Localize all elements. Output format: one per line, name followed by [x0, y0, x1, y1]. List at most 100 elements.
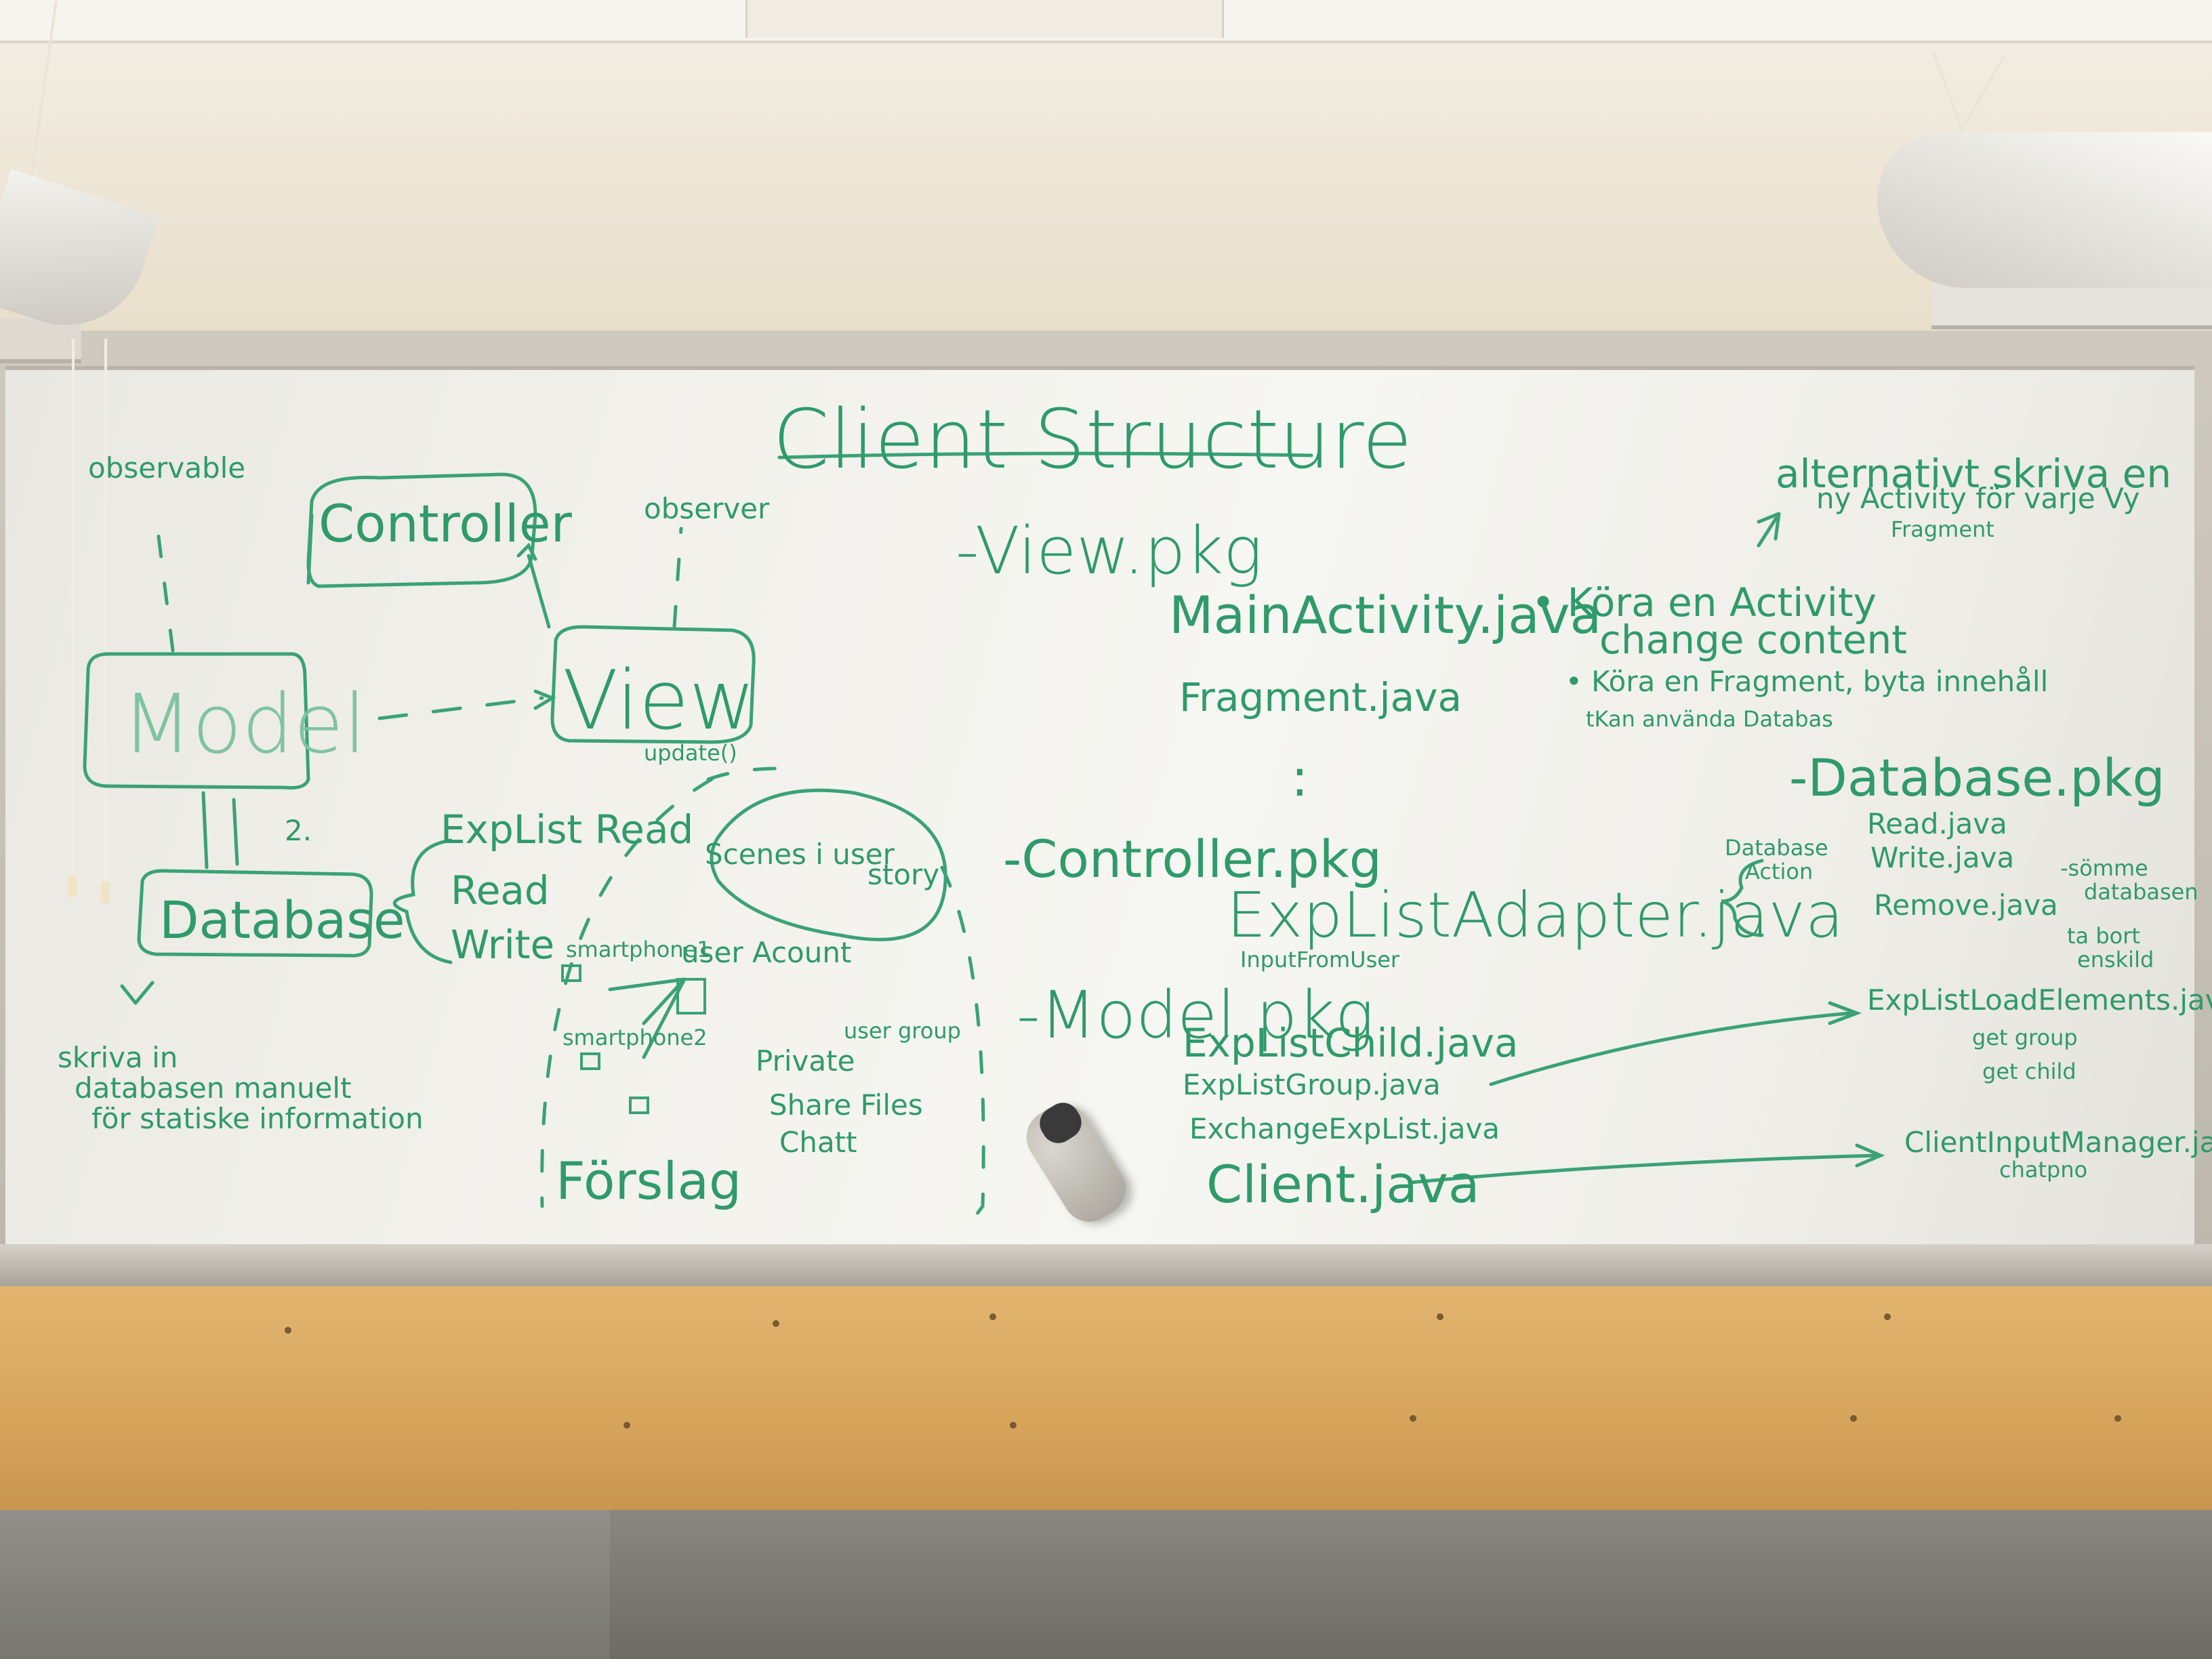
read-java-label: Read.java — [1867, 807, 2007, 840]
explist-arrow — [1489, 1011, 1852, 1086]
input-from-user-label: InputFromUser — [1240, 947, 1400, 972]
wood-screw — [1850, 1415, 1857, 1422]
explist-adapter-label: ExpListAdapter.java — [1227, 879, 1844, 951]
view-box — [550, 625, 756, 744]
private-label: Private — [756, 1044, 855, 1078]
wood-screw — [989, 1313, 996, 1320]
user-group-label: user group — [844, 1018, 961, 1044]
wood-panel — [0, 1286, 2212, 1510]
view-arrow-head — [533, 689, 556, 710]
view-label: View — [562, 654, 756, 748]
database-action-label-1: Database — [1725, 835, 1828, 861]
write-java-label: Write.java — [1870, 841, 2015, 874]
write-label: Write — [451, 922, 555, 968]
blind-cord-knob — [68, 874, 77, 897]
explist-group-label: ExpListGroup.java — [1183, 1068, 1441, 1101]
marker-tray — [0, 1244, 2212, 1286]
client-arrow — [1408, 1153, 1879, 1185]
model-to-observable — [154, 513, 175, 653]
db-note-2: databasen manuelt — [75, 1071, 352, 1105]
database-label: Database — [159, 890, 405, 950]
user-account-label: user Acount — [681, 936, 852, 969]
controller-box — [306, 472, 537, 588]
explist-child-label: ExpListChild.java — [1183, 1020, 1519, 1066]
database-brace — [1721, 859, 1764, 937]
alternativ-line-2: ny Activity för varje Vy — [1816, 482, 2140, 515]
alternativ-arrow — [1757, 512, 1781, 548]
wood-screw — [285, 1327, 291, 1334]
model-db-arrow-down — [201, 791, 209, 869]
database-box — [137, 869, 373, 958]
change-content-label: change content — [1599, 617, 1907, 663]
blind-cord — [72, 339, 75, 874]
board-title: Client Structure — [773, 393, 1412, 487]
forslag-label: Förslag — [556, 1151, 742, 1211]
client-arrow-head — [1855, 1143, 1885, 1168]
dots-label: : — [1291, 747, 1309, 808]
model-box — [83, 652, 310, 790]
fragment-sub-label: tKan använda Databas — [1586, 706, 1833, 732]
read-write-brace — [392, 838, 453, 964]
somme-label: -sömme — [2060, 855, 2148, 881]
enskild-label: enskild — [2077, 947, 2154, 972]
z-mark: 2. — [285, 814, 312, 847]
model-label: Model — [122, 678, 367, 772]
alternativ-line-1: alternativt skriva en — [1776, 451, 2172, 497]
wood-screw — [1437, 1313, 1443, 1320]
model-db-arrow-up — [232, 798, 239, 866]
smartphone2-label: smartphone2 — [562, 1025, 708, 1050]
get-child-label: get child — [1982, 1059, 2076, 1084]
ta-bort-label: ta bort — [2067, 923, 2140, 949]
controller-label: Controller — [319, 493, 572, 554]
chatt-label: Chatt — [779, 1126, 857, 1159]
lower-wall-highlight — [0, 1510, 610, 1659]
ceiling-lamp-left-base — [0, 319, 81, 363]
view-pkg-label: -View.pkg — [956, 513, 1263, 589]
forslag-arc-left — [540, 777, 714, 1208]
view-to-observer — [672, 527, 683, 629]
wood-screw — [2114, 1415, 2121, 1422]
explist-arrow-head — [1828, 1001, 1862, 1025]
smartphone1-box — [561, 964, 581, 982]
controller-left-line — [306, 513, 314, 585]
client-java-label: Client.java — [1206, 1154, 1480, 1214]
main-activity-label: MainActivity.java — [1169, 585, 1602, 645]
observable-label: observable — [88, 451, 246, 485]
wood-screw — [1884, 1313, 1891, 1320]
model-view-dashed — [377, 696, 544, 720]
get-group-label: get group — [1972, 1025, 2078, 1050]
kora-activity-label: • Köra en Activity — [1532, 579, 1877, 626]
database-pkg-label: -Database.pkg — [1789, 747, 2165, 808]
user-account-box — [676, 978, 706, 1015]
wood-screw — [1010, 1422, 1017, 1429]
forslag-arc — [706, 766, 985, 1235]
model-pkg-label: -Model.pkg — [1017, 977, 1374, 1053]
remove-java-label: Remove.java — [1874, 888, 2058, 922]
arrow-head — [516, 542, 537, 561]
observer-label: observer — [644, 492, 770, 525]
explist-load-label: ExpListLoadElements.java — [1867, 983, 2212, 1017]
scenes-label: Scenes i user — [705, 838, 895, 871]
db-note-3: för statiske information — [91, 1102, 424, 1135]
lower-wall — [0, 1510, 2212, 1659]
smartphone2-box — [580, 1052, 600, 1070]
whiteboard — [5, 366, 2194, 1248]
ceiling-lamp-right — [1877, 132, 2212, 288]
blind-cord — [104, 339, 107, 881]
scenes-cloud — [710, 788, 947, 941]
upper-wall — [0, 0, 2212, 380]
db-note-arrow — [120, 981, 155, 1005]
db-note-1: skriva in — [58, 1041, 178, 1074]
view-to-controller-arrow — [527, 554, 551, 629]
update-label: update() — [644, 740, 737, 766]
share-files-label: Share Files — [769, 1088, 923, 1122]
fragment-label: Fragment.java — [1179, 674, 1462, 720]
smartphone3-box — [629, 1097, 649, 1114]
controller-pkg-label: -Controller.pkg — [1003, 829, 1382, 889]
title-underline — [777, 451, 1313, 459]
chatpno-label: chatpno — [1999, 1157, 2088, 1183]
database-action-label-2: Action — [1745, 859, 1814, 884]
ceiling — [0, 0, 2212, 43]
